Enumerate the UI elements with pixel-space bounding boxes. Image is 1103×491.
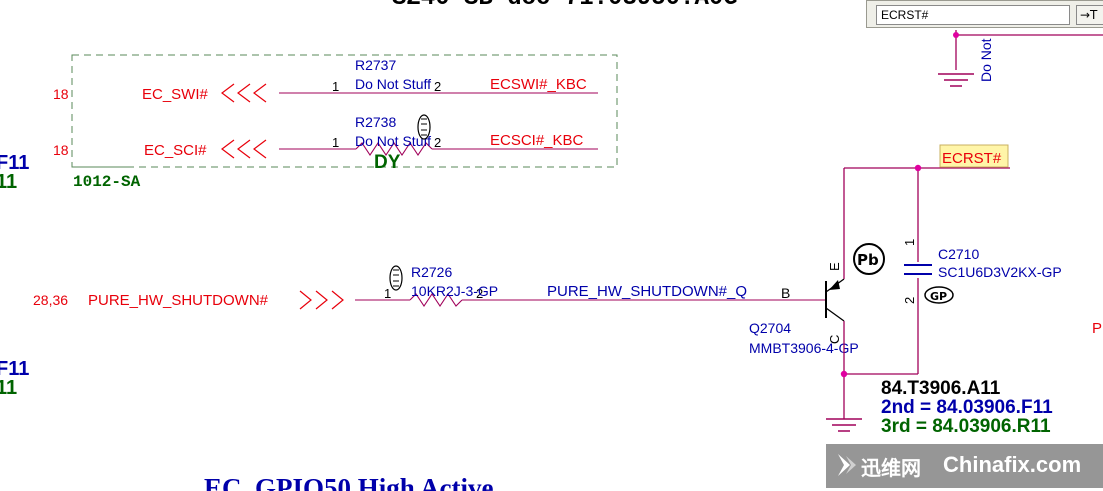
swi-port-label: EC_SWI# bbox=[142, 86, 209, 103]
shutdown-port-label: PURE_HW_SHUTDOWN# bbox=[88, 292, 269, 309]
ecsci-kbc-net: ECSCI#_KBC bbox=[490, 132, 584, 149]
left-ref-r11-top: 11 bbox=[0, 171, 17, 193]
ecrst-net-label: ECRST# bbox=[942, 150, 1002, 167]
bom-second: 2nd = 84.03906.F11 bbox=[881, 397, 1053, 418]
sci-port-label: EC_SCI# bbox=[144, 142, 207, 159]
bom-third: 3rd = 84.03906.R11 bbox=[881, 416, 1051, 437]
q2704-pin-e: E bbox=[827, 262, 842, 271]
ecrst-highlight bbox=[939, 144, 1009, 168]
r2737-value: Do Not Stuff bbox=[355, 76, 431, 92]
sci-ref: 18 bbox=[53, 142, 69, 158]
r2738-value: Do Not Stuff bbox=[355, 133, 431, 149]
swi-port-arrows bbox=[221, 83, 267, 103]
dy-tag: DY bbox=[374, 152, 401, 173]
r2737-designator: R2737 bbox=[355, 57, 396, 73]
q2704-pin-b: B bbox=[781, 285, 790, 301]
watermark-banner bbox=[826, 444, 1103, 488]
ground-symbol-top bbox=[938, 73, 974, 87]
r2726-pin1: 1 bbox=[384, 286, 391, 301]
shutdown-ref: 28,36 bbox=[33, 292, 68, 308]
c2710-pin2: 2 bbox=[902, 297, 917, 304]
swi-ref: 18 bbox=[53, 86, 69, 102]
watermark-en-text: Chinafix.com bbox=[943, 452, 1082, 477]
sci-pin2: 2 bbox=[434, 135, 441, 150]
ground-junction-dot bbox=[840, 370, 848, 378]
r2726-designator: R2726 bbox=[411, 264, 452, 280]
shutdown-q-net: PURE_HW_SHUTDOWN#_Q bbox=[547, 283, 747, 300]
ecswi-kbc-net: ECSWI#_KBC bbox=[490, 76, 587, 93]
c2710-pin1: 1 bbox=[902, 239, 917, 246]
r2738-zigzag bbox=[355, 142, 433, 156]
shutdown-port-arrows bbox=[299, 290, 344, 310]
watermark-cn-text: 迅维网 bbox=[861, 456, 921, 480]
ground-symbol-bottom bbox=[826, 415, 862, 432]
q2704-pin-c: C bbox=[827, 335, 842, 344]
left-ref-r11-bottom: 11 bbox=[0, 377, 17, 399]
r2726-zigzag bbox=[409, 293, 463, 307]
pnp-transistor-symbol bbox=[825, 278, 845, 322]
q2704-designator: Q2704 bbox=[749, 320, 791, 336]
right-edge-label: P bbox=[1092, 320, 1102, 337]
svg-text:GP: GP bbox=[930, 290, 947, 303]
do-not-stuff-vertical: Do Not bbox=[978, 38, 994, 82]
dy-box-label: 1012-SA bbox=[73, 173, 141, 191]
left-ref-f11-bottom: F11 bbox=[0, 358, 29, 380]
r2726-value: 10KR2J-3-GP bbox=[411, 283, 498, 299]
pb-free-icon: Pb bbox=[853, 243, 885, 275]
r2726-pin2: 2 bbox=[476, 286, 483, 301]
find-next-button[interactable]: →T bbox=[1076, 5, 1103, 25]
c2710-part: SC1U6D3V2KX-GP bbox=[938, 264, 1062, 280]
ecrst-junction-dot bbox=[914, 164, 922, 172]
partial-title: SZ40 SB doc 71.03950.A0G bbox=[392, 0, 738, 12]
r2738-designator: R2738 bbox=[355, 114, 396, 130]
sci-port-arrows bbox=[221, 139, 267, 159]
dy-dashed-box bbox=[71, 54, 618, 168]
green-part-icon: GP bbox=[924, 286, 954, 304]
c2710-designator: C2710 bbox=[938, 246, 979, 262]
swi-pin2: 2 bbox=[434, 79, 441, 94]
svg-text:Pb: Pb bbox=[857, 251, 879, 269]
lead-free-icon-r2738 bbox=[417, 114, 431, 140]
lead-free-icon-r2726 bbox=[389, 265, 403, 291]
watermark-arrow-icon bbox=[838, 454, 856, 476]
find-search-input[interactable] bbox=[876, 5, 1070, 25]
bom-primary: 84.T3906.A11 bbox=[881, 378, 1001, 399]
sci-pin1: 1 bbox=[332, 135, 339, 150]
left-ref-f11-top: F11 bbox=[0, 152, 29, 174]
swi-pin1: 1 bbox=[332, 79, 339, 94]
top-right-junction-dot bbox=[953, 32, 959, 38]
q2704-part: MMBT3906-4-GP bbox=[749, 340, 859, 356]
bottom-note: EC_GPIO50 High Active bbox=[204, 473, 494, 491]
